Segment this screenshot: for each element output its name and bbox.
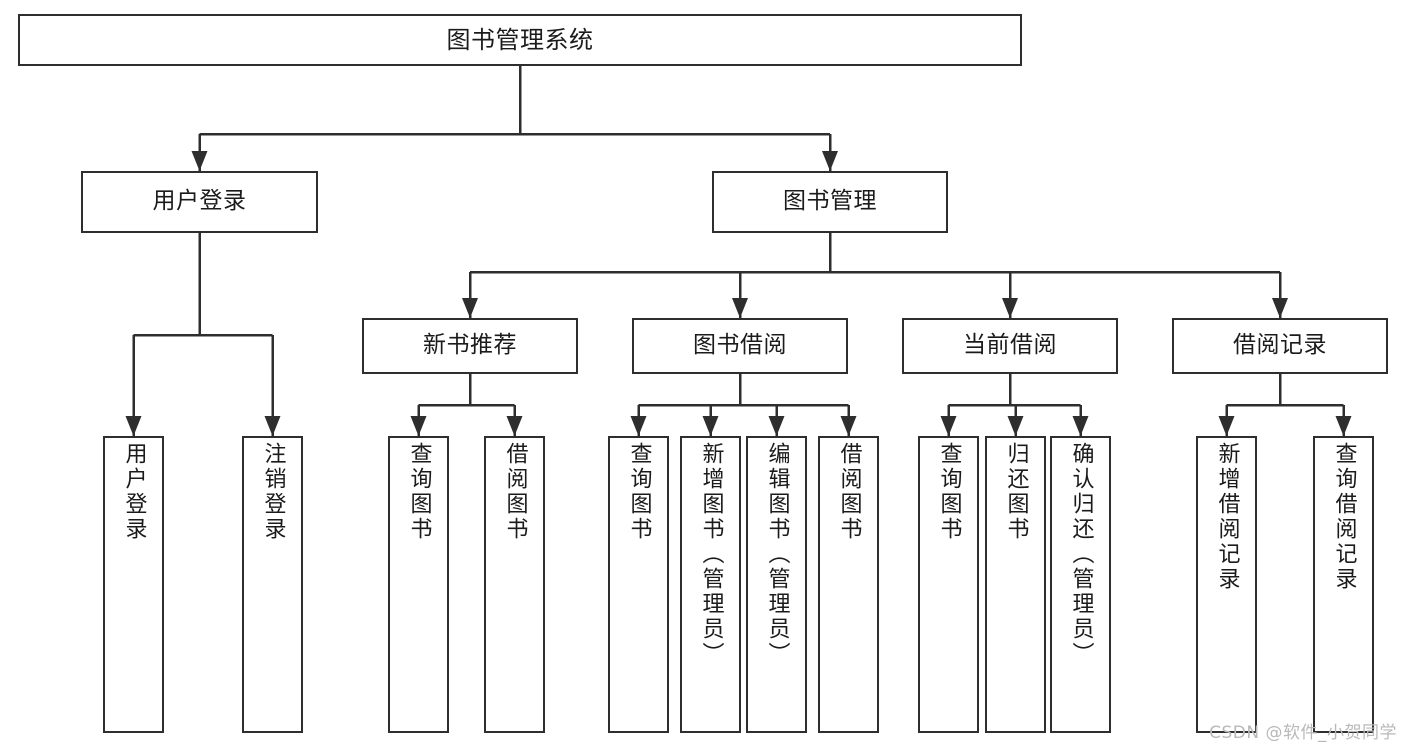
node-label: 借阅记录 xyxy=(1233,332,1327,359)
node-label: 新增图书（管理员） xyxy=(698,442,724,667)
node-label: 用户登录 xyxy=(121,442,147,542)
node-label: 图书管理 xyxy=(783,188,877,215)
node-label: 新书推荐 xyxy=(423,332,517,359)
node-label: 图书管理系统 xyxy=(446,25,594,54)
node-label: 归还图书 xyxy=(1003,442,1029,542)
node-label: 新增借阅记录 xyxy=(1214,442,1240,592)
node-bookmgmt[interactable]: 图书管理 xyxy=(712,171,948,233)
node-leaf5[interactable]: 查询图书 xyxy=(608,436,669,733)
node-records[interactable]: 借阅记录 xyxy=(1172,318,1388,374)
node-label: 当前借阅 xyxy=(963,332,1057,359)
node-leaf6[interactable]: 新增图书（管理员） xyxy=(680,436,741,733)
node-label: 确认归还（管理员） xyxy=(1068,442,1094,667)
node-label: 编辑图书（管理员） xyxy=(764,442,790,667)
node-label: 查询图书 xyxy=(626,442,652,542)
node-label: 图书借阅 xyxy=(693,332,787,359)
node-leaf12[interactable]: 新增借阅记录 xyxy=(1196,436,1257,733)
node-current[interactable]: 当前借阅 xyxy=(902,318,1118,374)
node-leaf4[interactable]: 借阅图书 xyxy=(484,436,545,733)
node-label: 查询图书 xyxy=(936,442,962,542)
node-leaf9[interactable]: 查询图书 xyxy=(918,436,979,733)
node-leaf1[interactable]: 用户登录 xyxy=(103,436,164,733)
node-label: 借阅图书 xyxy=(502,442,528,542)
node-leaf10[interactable]: 归还图书 xyxy=(985,436,1046,733)
node-leaf13[interactable]: 查询借阅记录 xyxy=(1313,436,1374,733)
node-leaf11[interactable]: 确认归还（管理员） xyxy=(1050,436,1111,733)
node-leaf7[interactable]: 编辑图书（管理员） xyxy=(746,436,807,733)
node-label: 查询图书 xyxy=(406,442,432,542)
node-newbook[interactable]: 新书推荐 xyxy=(362,318,578,374)
node-leaf8[interactable]: 借阅图书 xyxy=(818,436,879,733)
watermark-text: CSDN @软件_小贺同学 xyxy=(1209,723,1397,743)
node-root[interactable]: 图书管理系统 xyxy=(18,14,1022,66)
node-label: 用户登录 xyxy=(152,188,247,215)
node-label: 注销登录 xyxy=(260,442,286,542)
node-label: 查询借阅记录 xyxy=(1331,442,1357,592)
node-label: 借阅图书 xyxy=(836,442,862,542)
node-borrow[interactable]: 图书借阅 xyxy=(632,318,848,374)
node-login[interactable]: 用户登录 xyxy=(81,171,318,233)
node-leaf2[interactable]: 注销登录 xyxy=(242,436,303,733)
node-leaf3[interactable]: 查询图书 xyxy=(388,436,449,733)
